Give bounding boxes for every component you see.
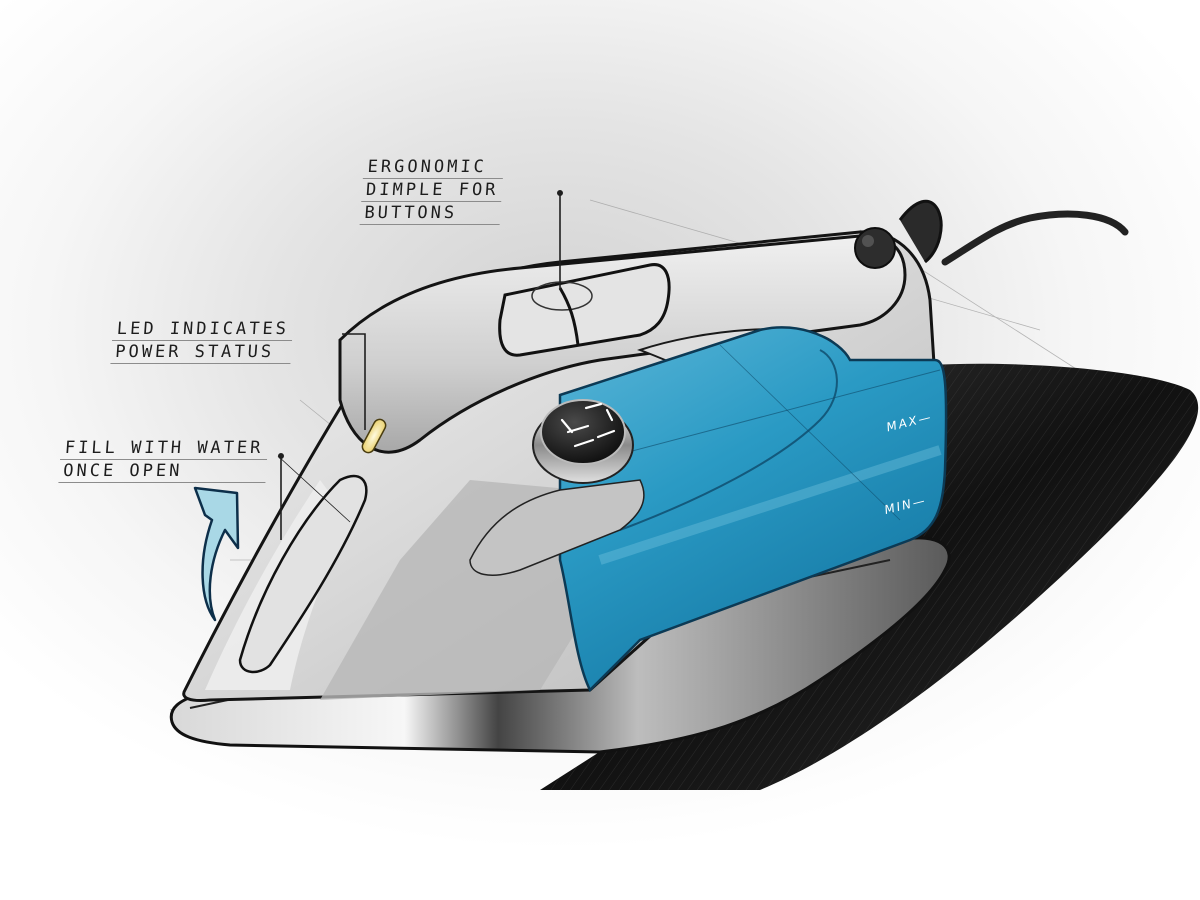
power-led: [361, 418, 387, 454]
cast-shadow: [540, 363, 1199, 790]
water-tank: [558, 326, 948, 693]
annotation-line: Fill with water: [60, 437, 269, 460]
annotation-line: Buttons: [359, 202, 502, 225]
button-dimple: [498, 263, 671, 357]
fill-cap: [238, 474, 368, 674]
annotation-line: once open: [58, 460, 267, 483]
annotation-ergonomic-dimple: Ergonomic Dimple for Buttons: [359, 156, 505, 225]
power-cord: [854, 199, 1129, 269]
annotation-line: power status: [110, 341, 293, 364]
side-panel: [469, 479, 645, 576]
fill-arrow-icon: [193, 486, 240, 622]
temperature-dial: [532, 399, 634, 484]
annotation-line: LED indicates: [112, 318, 294, 341]
leader-lines: [277, 190, 563, 540]
annotation-line: Ergonomic: [362, 156, 505, 179]
annotation-fill-water: Fill with water once open: [58, 437, 269, 483]
annotation-led-status: LED indicates power status: [110, 318, 294, 364]
annotation-line: Dimple for: [361, 179, 504, 202]
